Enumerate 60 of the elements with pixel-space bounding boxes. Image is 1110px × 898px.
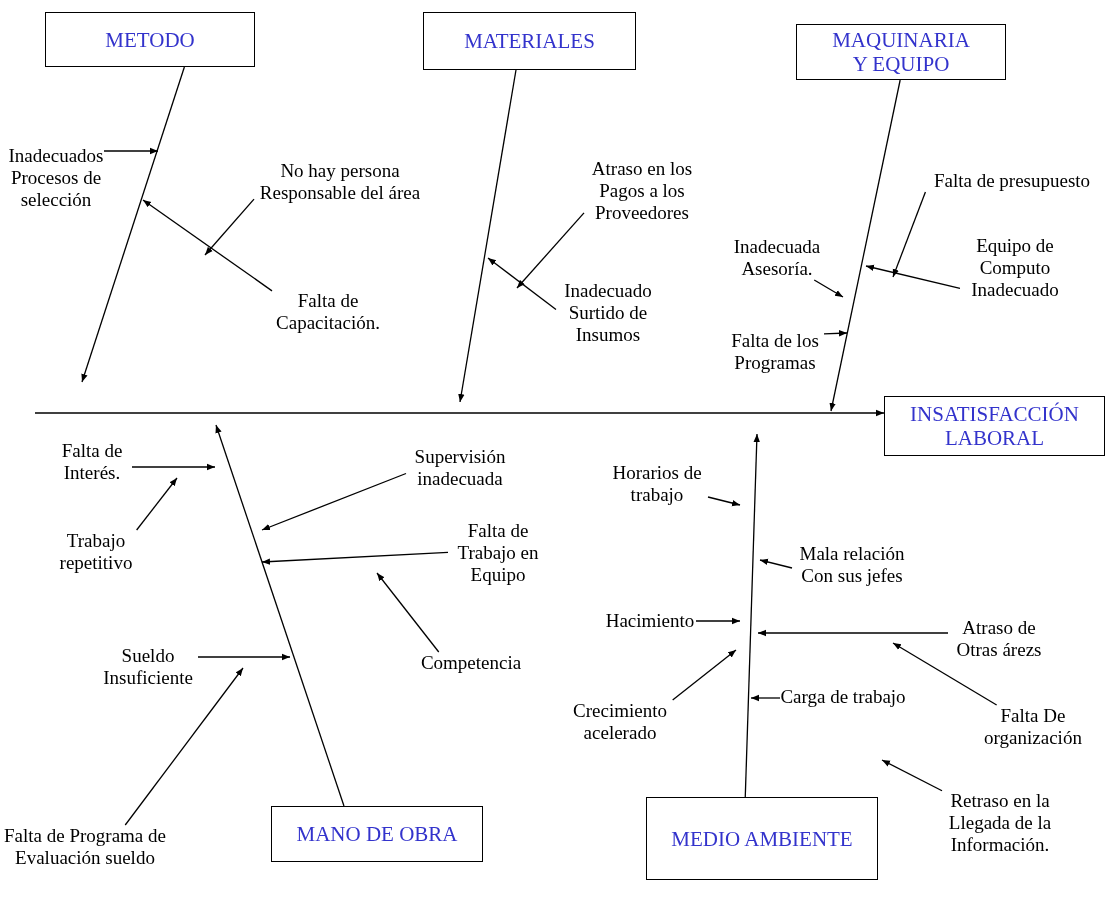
cause-text: Hacimiento xyxy=(604,610,696,632)
cause-text: Crecimiento acelerado xyxy=(566,700,674,744)
category-box: MEDIO AMBIENTE xyxy=(646,797,878,880)
cause-text: No hay persona Responsable del área xyxy=(254,160,426,204)
cause-text: Trabajo repetitivo xyxy=(52,530,140,574)
cause-text: Falta de presupuesto xyxy=(920,170,1104,192)
cause-text: Falta de Capacitación. xyxy=(272,290,384,334)
cause-text: Falta de Trabajo en Equipo xyxy=(448,520,548,586)
cause-text: Falta de Interés. xyxy=(52,440,132,484)
cause-arrow xyxy=(892,191,927,278)
cause-text: Mala relación Con sus jefes xyxy=(792,543,912,587)
cause-arrow xyxy=(142,199,273,292)
cause-arrow xyxy=(124,667,244,826)
cause-text: Inadecuado Surtido de Insumos xyxy=(556,280,660,346)
cause-arrow xyxy=(759,558,793,569)
cause-arrow xyxy=(516,212,585,289)
cause-text: Horarios de trabajo xyxy=(606,462,708,506)
cause-arrow xyxy=(204,198,255,256)
bone-arrow xyxy=(458,69,517,403)
cause-arrow xyxy=(136,477,178,531)
category-box: METODO xyxy=(45,12,255,67)
cause-arrow xyxy=(750,694,781,702)
cause-arrow xyxy=(672,649,737,701)
cause-text: Inadecuados Procesos de selección xyxy=(8,145,104,211)
cause-arrow xyxy=(487,257,557,311)
cause-text: Inadecuada Asesoría. xyxy=(728,236,826,280)
cause-arrow xyxy=(757,629,949,637)
category-box: MAQUINARIA Y EQUIPO xyxy=(796,24,1006,80)
cause-text: Falta De organización xyxy=(966,705,1100,749)
cause-text: Supervisión inadecuada xyxy=(406,446,514,490)
cause-text: Retraso en la Llegada de la Información. xyxy=(942,790,1058,856)
cause-arrow xyxy=(813,279,844,298)
cause-text: Atraso de Otras árezs xyxy=(948,617,1050,661)
category-box: MANO DE OBRA xyxy=(271,806,483,862)
cause-arrow xyxy=(881,759,943,792)
effect-box: INSATISFACCIÓN LABORAL xyxy=(884,396,1105,456)
cause-text: Competencia xyxy=(412,652,530,674)
cause-arrow xyxy=(131,463,216,471)
cause-text: Atraso en los Pagos a los Proveedores xyxy=(584,158,700,224)
cause-arrow xyxy=(823,330,848,337)
cause-text: Equipo de Computo Inadecuado xyxy=(960,235,1070,301)
bone-arrow xyxy=(215,424,345,807)
cause-arrow xyxy=(197,653,291,661)
cause-arrow xyxy=(376,572,440,653)
bone-arrow xyxy=(81,66,186,383)
cause-text: Falta de los Programas xyxy=(726,330,824,374)
cause-arrow xyxy=(707,496,741,507)
cause-arrow xyxy=(261,472,407,531)
category-box: MATERIALES xyxy=(423,12,636,70)
cause-text: Falta de Programa de Evaluación sueldo xyxy=(4,825,166,869)
cause-arrow xyxy=(261,551,449,565)
cause-arrow xyxy=(865,264,961,290)
cause-arrow xyxy=(892,642,998,706)
spine-arrow xyxy=(34,409,885,417)
bone-arrow xyxy=(744,433,760,798)
cause-arrow xyxy=(695,617,741,625)
cause-text: Sueldo Insuficiente xyxy=(98,645,198,689)
cause-arrow xyxy=(103,147,159,155)
bone-arrow xyxy=(829,79,901,412)
cause-text: Carga de trabajo xyxy=(780,686,906,708)
